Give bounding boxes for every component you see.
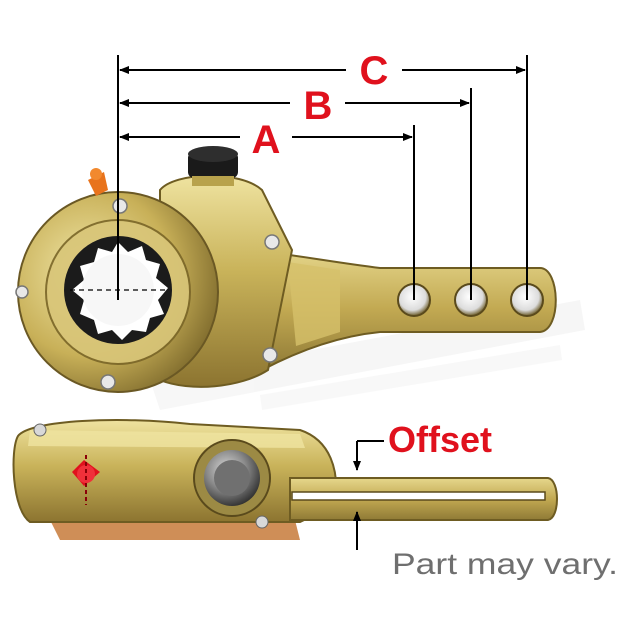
dimension-lines bbox=[117, 55, 528, 300]
dimension-label-b: B bbox=[304, 84, 333, 128]
orange-nipple-icon bbox=[88, 168, 108, 196]
slack-adjuster-side-view bbox=[12, 419, 558, 540]
slack-adjuster-top-view bbox=[15, 146, 557, 393]
side-cap-icon bbox=[193, 439, 271, 517]
black-cap-icon bbox=[188, 146, 238, 186]
red-dot-icon bbox=[72, 455, 100, 505]
bolt bbox=[15, 285, 29, 299]
offset-label: Offset bbox=[388, 419, 492, 460]
dimension-label-a: A bbox=[252, 118, 281, 162]
bolt bbox=[112, 198, 128, 214]
bolt bbox=[100, 374, 116, 390]
offset-callout bbox=[353, 440, 384, 550]
dimension-label-c: C bbox=[360, 49, 389, 93]
part-may-vary-note: Part may vary. bbox=[392, 548, 618, 581]
bolt bbox=[264, 234, 280, 250]
bolt bbox=[262, 347, 278, 363]
